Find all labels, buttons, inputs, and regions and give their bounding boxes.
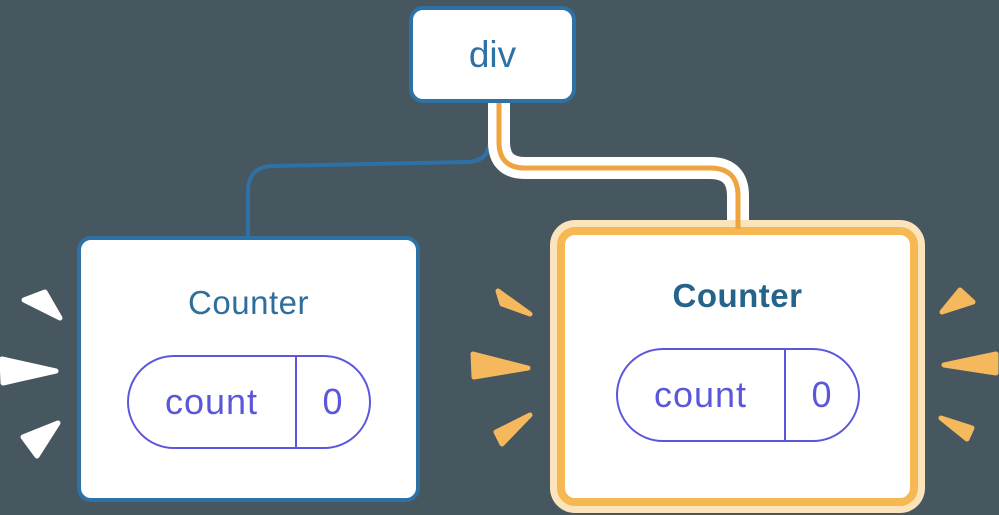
right-counter-title: Counter	[672, 277, 803, 314]
left-counter-node: Counter count 0	[77, 236, 420, 502]
right-state-key: count	[618, 350, 786, 440]
right-counter-node: Counter count 0	[557, 227, 918, 506]
edge-to-right-child	[496, 100, 741, 224]
edge-to-right-child-casing	[488, 100, 749, 226]
right-state-value: 0	[811, 374, 832, 415]
left-counter-title: Counter	[188, 284, 309, 321]
left-state-key: count	[129, 357, 297, 447]
root-node-label: div	[468, 33, 517, 75]
right-state-pill: count 0	[615, 348, 860, 442]
left-state-pill: count 0	[126, 355, 371, 449]
root-node: div	[409, 6, 576, 103]
edge-to-left-child	[246, 100, 492, 246]
left-state-value: 0	[322, 381, 343, 422]
